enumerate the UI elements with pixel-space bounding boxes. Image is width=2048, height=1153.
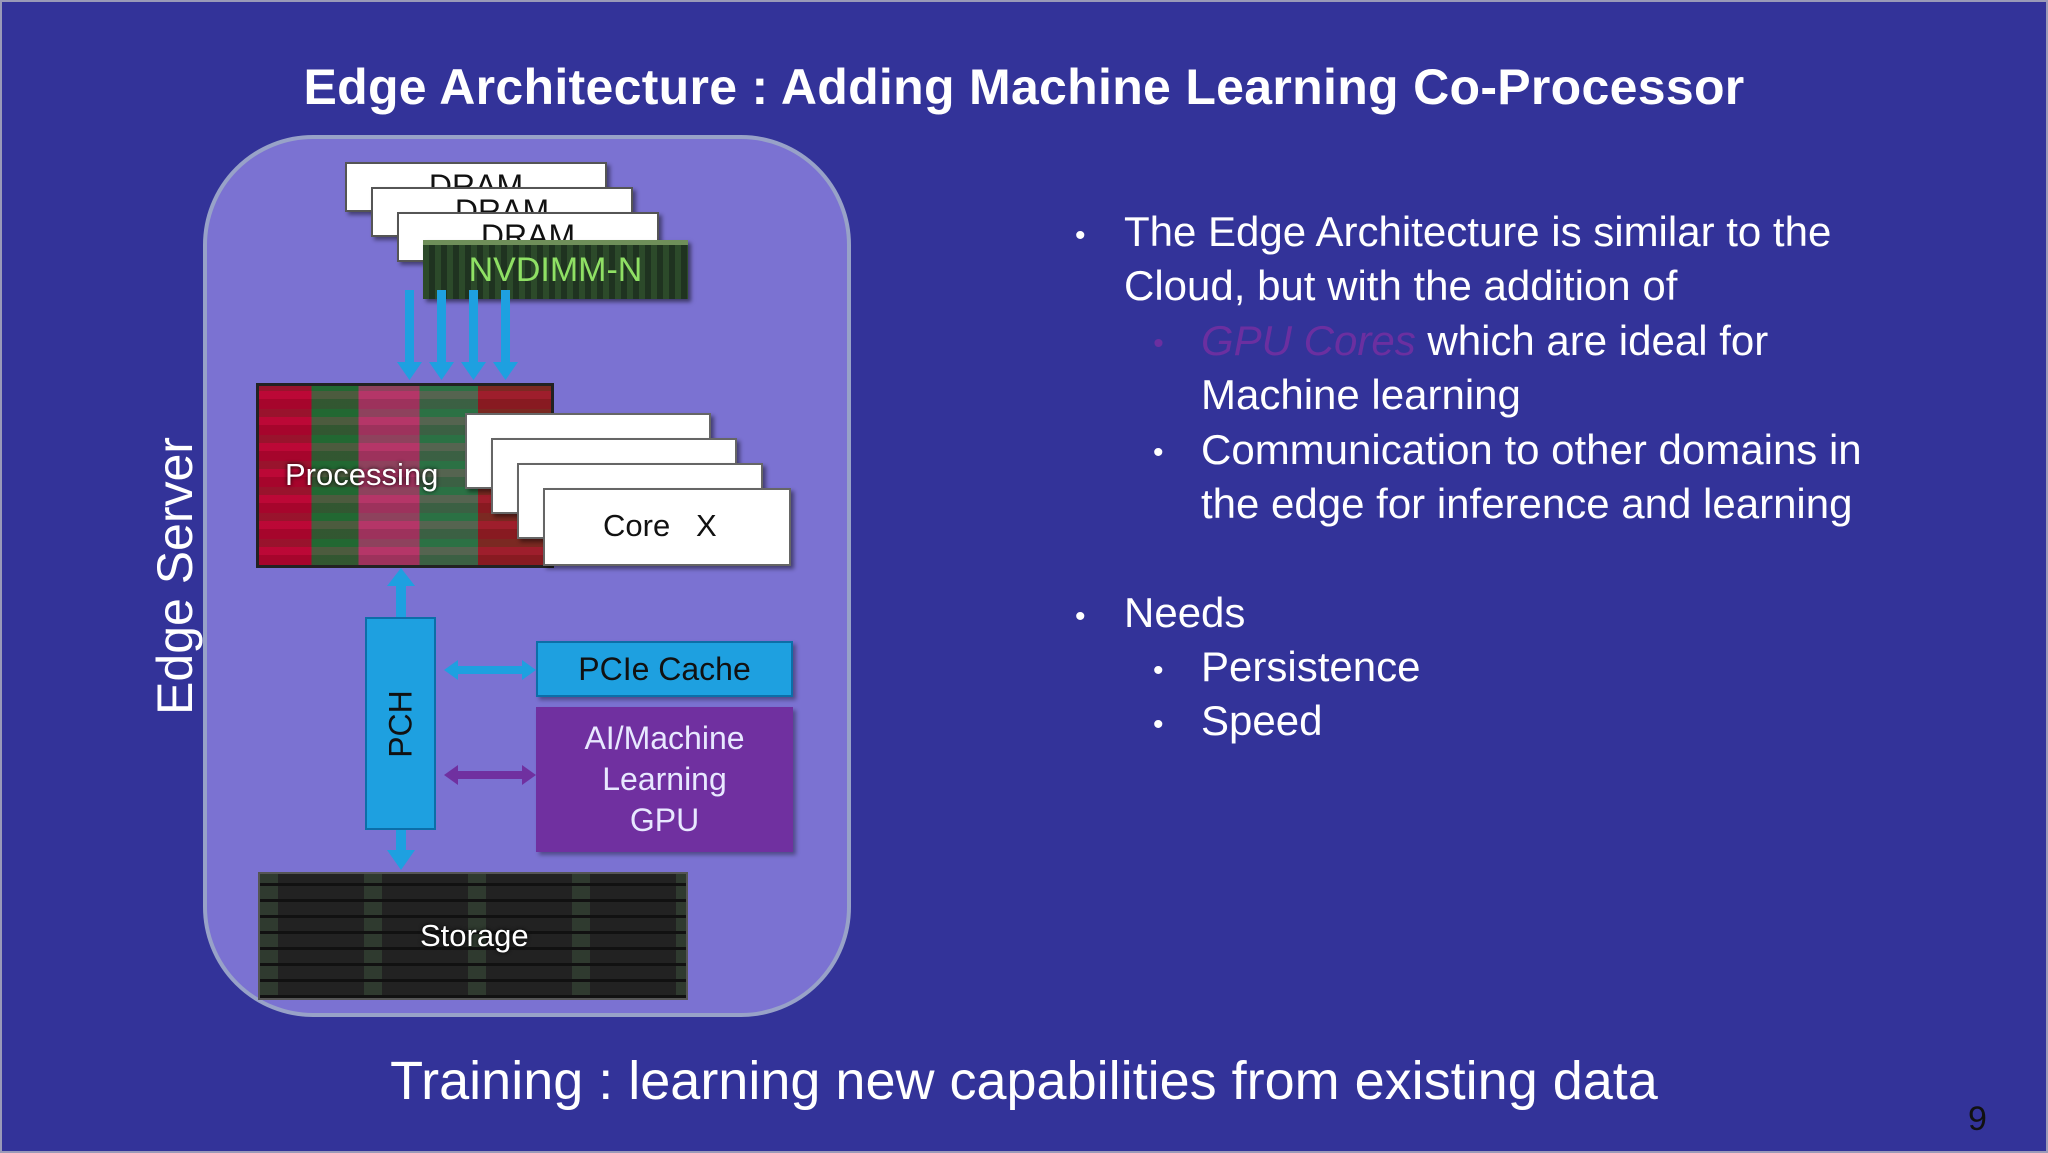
pch-bus-arrows: [387, 568, 536, 870]
core-card-x: Core X: [543, 488, 791, 566]
bullet-dot: •: [1075, 600, 1086, 633]
pcie-cache-block: PCIe Cache: [536, 641, 793, 697]
sub-bullet-2-line-2: the edge for inference and learning: [1201, 480, 1853, 527]
sub-bullet-1-rest: which are ideal for: [1415, 317, 1769, 364]
bullet-1-line-1: The Edge Architecture is similar to the: [1124, 208, 1832, 255]
slide-footer: Training : learning new capabilities fro…: [390, 1051, 1658, 1111]
sub-bullet-1-line-2: Machine learning: [1201, 371, 1521, 418]
sub-bullet-2-line-1: Communication to other domains in: [1201, 426, 1862, 473]
edge-server-label: Edge Server: [147, 437, 203, 715]
sub-bullet-speed: Speed: [1201, 697, 1323, 744]
storage-array: Storage: [258, 872, 688, 1000]
storage-label: Storage: [420, 918, 529, 953]
gpu-line-1: AI/Machine: [584, 720, 745, 756]
gpu-line-3: GPU: [629, 802, 700, 838]
gpu-cores-highlight: GPU Cores: [1201, 317, 1416, 364]
sub-bullet-persistence: Persistence: [1201, 643, 1421, 690]
processing-label: Processing: [285, 457, 439, 492]
core-label: Core X: [603, 508, 717, 543]
nvdimm-module: NVDIMM-N: [423, 240, 688, 299]
memory-bus-arrows: [397, 290, 518, 380]
pch-label: PCH: [382, 689, 418, 758]
sub-bullet-dot: •: [1153, 708, 1164, 741]
bullet-dot: •: [1075, 219, 1086, 252]
gpu-line-2: Learning: [602, 761, 727, 797]
sub-bullet-1-line-1: GPU Cores which are ideal for: [1201, 314, 1768, 368]
sub-bullet-dot: •: [1153, 654, 1164, 687]
bullet-1-line-2: Cloud, but with the addition of: [1124, 262, 1678, 309]
sub-bullet-dot: •: [1153, 436, 1164, 469]
pch-block: PCH: [365, 617, 436, 830]
ai-ml-gpu-block: AI/Machine Learning GPU: [536, 707, 793, 852]
page-number: 9: [1968, 1100, 1987, 1138]
bullet-2: Needs: [1124, 589, 1246, 636]
sub-bullet-dot: •: [1153, 327, 1164, 360]
slide-title: Edge Architecture : Adding Machine Learn…: [303, 59, 1745, 115]
